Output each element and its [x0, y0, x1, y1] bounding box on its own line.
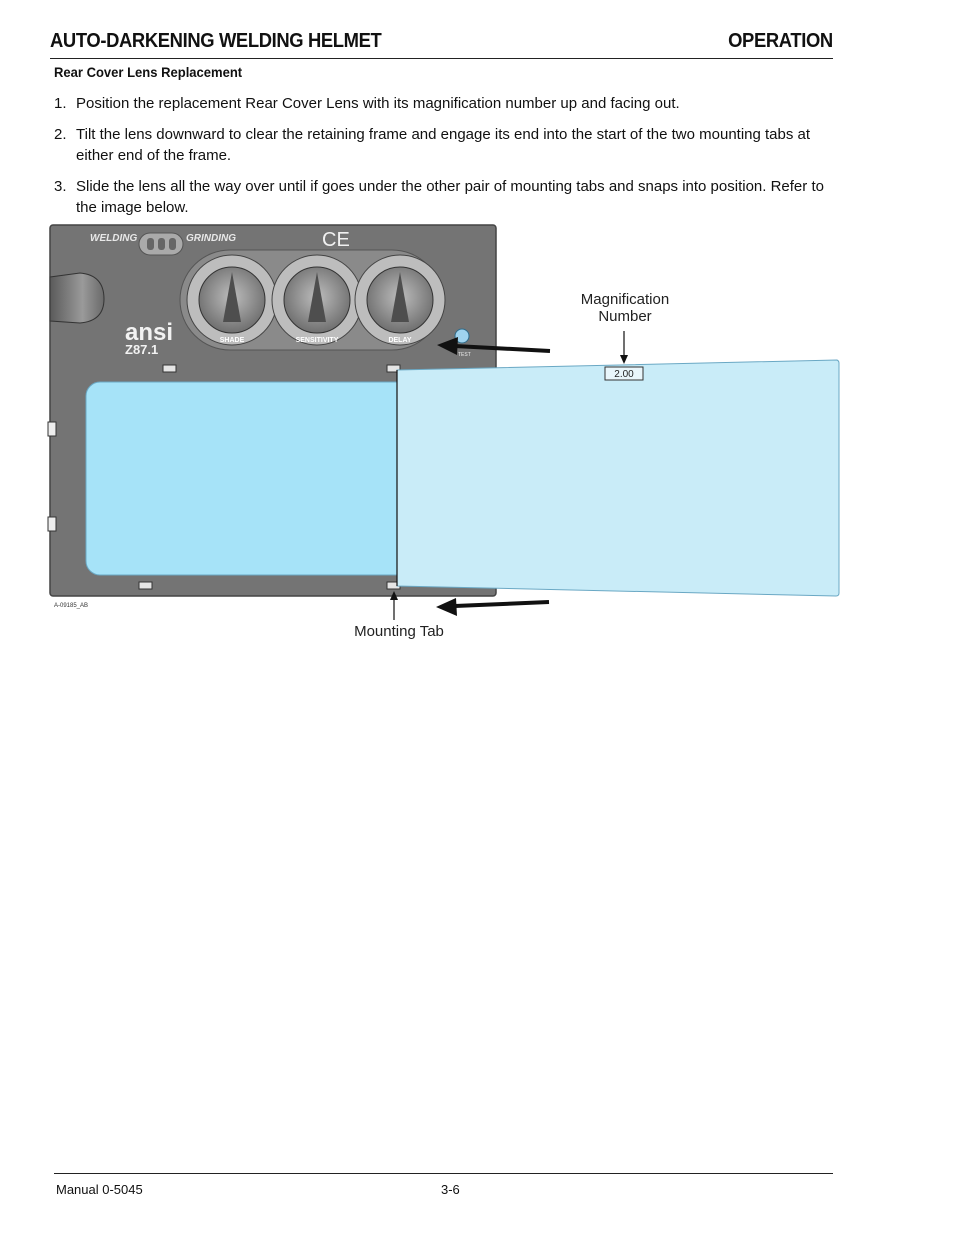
side-tab	[47, 516, 57, 532]
manual-number: Manual 0-5045	[56, 1182, 143, 1197]
mode-label-welding: WELDING	[90, 233, 137, 244]
sensitivity-knob: SENSITIVITY	[271, 254, 363, 346]
magnification-number: 2.00	[614, 369, 634, 380]
lens-replacement-figure: WELDING GRINDING CE ansi Z87.1 SHADE SEN…	[0, 215, 954, 655]
svg-text:SENSITIVITY: SENSITIVITY	[296, 337, 339, 344]
step-item: 2.Tilt the lens downward to clear the re…	[54, 126, 811, 164]
step-item: 1.Position the replacement Rear Cover Le…	[54, 95, 680, 112]
mounting-tab	[162, 364, 177, 373]
mounting-tab-callout: Mounting Tab	[354, 623, 444, 640]
mounting-tab	[138, 581, 153, 590]
page-header: AUTO-DARKENING WELDING HELMET OPERATION	[50, 28, 833, 59]
test-label: TEST	[458, 352, 471, 358]
section-title: OPERATION	[728, 30, 833, 52]
test-button	[454, 328, 470, 344]
mounting-tab	[386, 364, 401, 373]
step-list: 1.Position the replacement Rear Cover Le…	[54, 93, 836, 228]
side-tab	[47, 421, 57, 437]
replacement-lens	[396, 359, 840, 597]
page-number: 3-6	[441, 1182, 460, 1197]
shade-knob: SHADE	[186, 254, 278, 346]
figure-id: A-09185_AB	[54, 603, 88, 609]
ce-mark: CE	[322, 229, 350, 251]
mode-label-grinding: GRINDING	[186, 233, 236, 244]
slide-arrow-bottom	[436, 598, 550, 616]
svg-text:SHADE: SHADE	[220, 337, 245, 344]
magnification-number-box	[604, 366, 644, 381]
document-title: AUTO-DARKENING WELDING HELMET	[50, 30, 382, 52]
svg-text:DELAY: DELAY	[388, 337, 411, 344]
slide-arrow-top	[437, 337, 551, 355]
ansi-logo: ansi	[125, 319, 173, 346]
helmet-cartridge-illustration: WELDING GRINDING CE ansi Z87.1 SHADE SEN…	[47, 224, 840, 620]
standard-label: Z87.1	[125, 342, 158, 357]
step-item: 3.Slide the lens all the way over until …	[54, 178, 824, 216]
page-footer: Manual 0-5045 3-6	[54, 1173, 833, 1197]
delay-knob: DELAY	[354, 254, 446, 346]
subsection-heading: Rear Cover Lens Replacement	[54, 64, 243, 80]
mounting-tab-callout-pointer	[390, 591, 398, 620]
magnification-callout-pointer	[620, 331, 628, 364]
side-bump	[49, 272, 105, 324]
